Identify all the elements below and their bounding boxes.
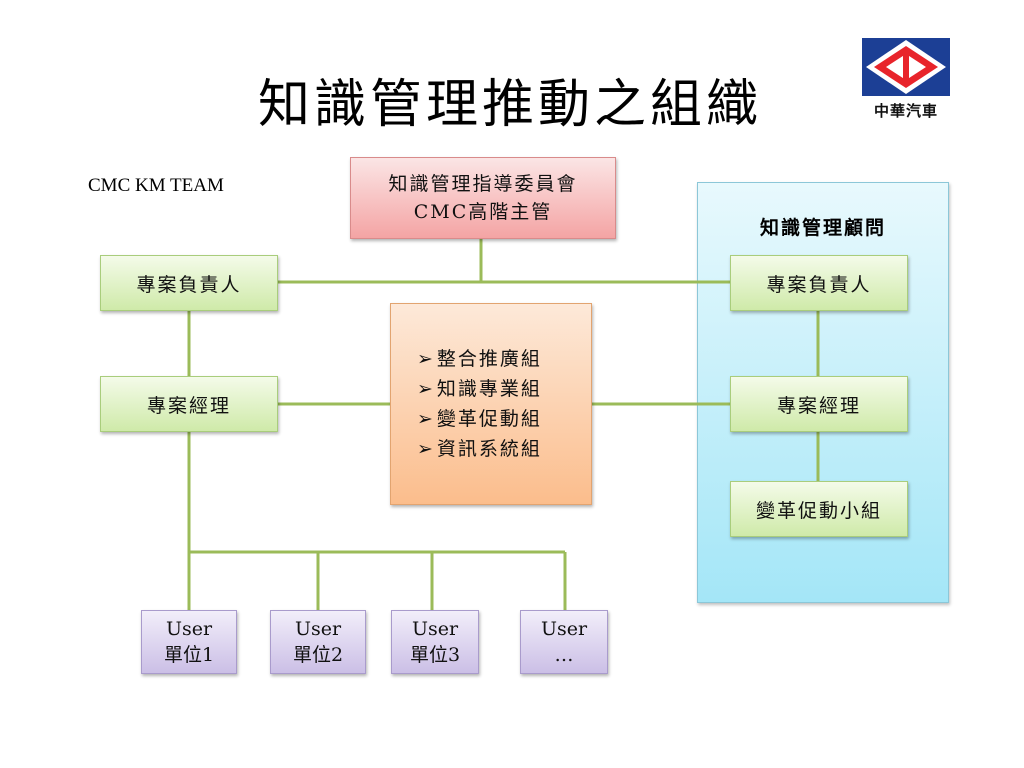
user-unit-sublabel: 單位1	[163, 644, 215, 666]
right-project-lead-label: 專案負責人	[766, 273, 872, 296]
group-item: ➢知識專業組	[417, 374, 542, 404]
user-unit-label: User	[540, 618, 588, 640]
user-unit-2-box: User 單位2	[270, 610, 366, 674]
team-label: CMC KM TEAM	[88, 175, 224, 196]
left-project-lead-label: 專案負責人	[136, 273, 242, 296]
right-project-lead-box: 專案負責人	[730, 255, 908, 311]
change-team-box: 變革促動小組	[730, 481, 908, 537]
user-unit-sublabel: 單位3	[409, 644, 461, 666]
committee-line1: 知識管理指導委員會	[388, 173, 578, 195]
change-team-label: 變革促動小組	[755, 499, 882, 522]
page-title: 知識管理推動之組織	[257, 75, 762, 135]
center-groups-box: ➢整合推廣組 ➢知識專業組 ➢變革促動組 ➢資訊系統組	[390, 303, 592, 505]
group-item-label: 變革促動組	[436, 408, 542, 430]
user-unit-label: User	[165, 618, 213, 640]
bullet-arrow-icon: ➢	[417, 408, 435, 430]
group-item-label: 知識專業組	[436, 378, 542, 400]
committee-box: 知識管理指導委員會 CMC高階主管	[350, 157, 616, 239]
user-unit-label: User	[411, 618, 459, 640]
group-item-label: 整合推廣組	[436, 348, 542, 370]
user-unit-sublabel: 單位2	[292, 644, 344, 666]
advisor-title: 知識管理顧問	[759, 217, 886, 239]
user-unit-3-box: User 單位3	[391, 610, 479, 674]
group-item: ➢資訊系統組	[417, 434, 542, 464]
user-unit-more-box: User …	[520, 610, 608, 674]
logo-text: 中華汽車	[873, 102, 938, 120]
right-project-manager-box: 專案經理	[730, 376, 908, 432]
bullet-arrow-icon: ➢	[417, 348, 435, 370]
group-item: ➢變革促動組	[417, 404, 542, 434]
left-project-manager-box: 專案經理	[100, 376, 278, 432]
company-logo: 中華汽車	[856, 36, 956, 126]
user-unit-1-box: User 單位1	[141, 610, 237, 674]
left-project-manager-label: 專案經理	[146, 394, 231, 417]
user-unit-sublabel: …	[554, 644, 574, 666]
group-item-label: 資訊系統組	[436, 438, 542, 460]
bullet-arrow-icon: ➢	[417, 438, 435, 460]
logo-diamond-icon	[862, 38, 950, 96]
group-item: ➢整合推廣組	[417, 344, 542, 374]
bullet-arrow-icon: ➢	[417, 378, 435, 400]
right-project-manager-label: 專案經理	[776, 394, 861, 417]
left-project-lead-box: 專案負責人	[100, 255, 278, 311]
user-unit-label: User	[294, 618, 342, 640]
committee-line2: CMC高階主管	[413, 201, 553, 223]
